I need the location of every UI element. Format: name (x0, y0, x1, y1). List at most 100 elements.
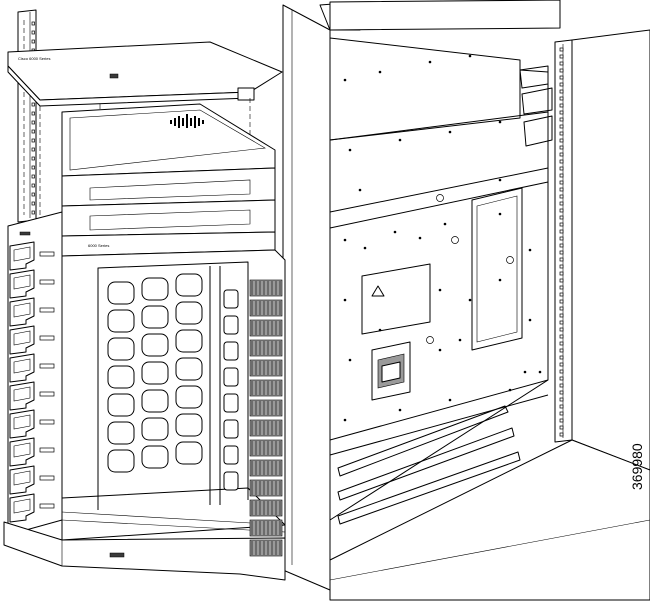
rack-hole (31, 174, 35, 179)
cable-guide (9, 465, 35, 495)
rack-hole (559, 229, 564, 234)
screw-icon (343, 78, 347, 82)
screw-icon (358, 188, 362, 192)
screw-icon (528, 248, 532, 252)
fan-module-column (249, 279, 283, 557)
rack-hole (559, 117, 564, 122)
fan-module (249, 459, 283, 477)
rack-post-holes-right (559, 47, 564, 437)
rack-hole (559, 285, 564, 290)
rack-hole (31, 30, 35, 35)
rack-hole (559, 369, 564, 374)
screw-icon (343, 238, 347, 242)
rack-hole (559, 257, 564, 262)
cable-guide-slot (13, 274, 31, 290)
cable-guide-slot (13, 414, 31, 430)
screw-icon (538, 370, 542, 374)
connector-window (223, 289, 239, 309)
figure-id-label: 369980 (629, 443, 645, 490)
cable-guide (9, 409, 35, 439)
rack-hole (559, 264, 564, 269)
rack-hole (31, 147, 35, 152)
cable-management-guides (9, 231, 55, 523)
rack-hole (559, 152, 564, 157)
rack-hole (559, 355, 564, 360)
fan-module (249, 539, 283, 557)
rack-hole (559, 299, 564, 304)
rack-hole (559, 418, 564, 423)
cable-guide-slot (13, 330, 31, 346)
card-slot (39, 335, 55, 341)
screw-icon (508, 388, 512, 392)
screw-icon (443, 222, 447, 226)
rack-hole (559, 278, 564, 283)
main-chassis (3, 211, 286, 581)
screw-icon (393, 230, 397, 234)
card-slot (39, 391, 55, 397)
rack-hole (559, 334, 564, 339)
screw-icon (418, 236, 422, 240)
screw-icon (398, 138, 402, 142)
screw-icon (398, 408, 402, 412)
rack-hole (31, 165, 35, 170)
cable-guide-slot (13, 470, 31, 486)
chassis-side-panel (329, 37, 553, 525)
rack-hole (559, 194, 564, 199)
screw-icon (523, 370, 527, 374)
backplane-window (107, 393, 135, 417)
backplane-window (107, 281, 135, 305)
fan-module (249, 499, 283, 517)
warning-label-plate (361, 263, 431, 335)
backplane-windows (107, 273, 239, 491)
top-cover-badge (109, 73, 119, 79)
fan-module (249, 359, 283, 377)
screw-icon (468, 54, 472, 58)
rack-hole (559, 215, 564, 220)
card-slot (39, 475, 55, 481)
screw-icon (378, 70, 382, 74)
fan-module (249, 439, 283, 457)
rack-hole (559, 306, 564, 311)
vent-rails (329, 379, 549, 525)
screw-icon (348, 148, 352, 152)
chassis-front-bezel (3, 521, 286, 581)
rack-hole (31, 129, 35, 134)
screw-icon (498, 120, 502, 124)
rack-hole (559, 243, 564, 248)
screw-icon (348, 358, 352, 362)
rack-hole (31, 111, 35, 116)
backplane-window (175, 413, 203, 437)
fan-module (249, 419, 283, 437)
backplane-window (141, 305, 169, 329)
screw-icon (468, 298, 472, 302)
rack-hole (31, 183, 35, 188)
rack-hole (559, 75, 564, 80)
fan-module (249, 519, 283, 537)
cable-guide-slot (13, 498, 31, 514)
guide-badge (19, 231, 31, 236)
screw-icon (363, 246, 367, 250)
rack-hole (559, 376, 564, 381)
rack-hole (559, 390, 564, 395)
connector-window (223, 445, 239, 465)
warning-triangle-icon (371, 285, 385, 297)
rack-hole (559, 159, 564, 164)
backplane-window (107, 309, 135, 333)
card-slot (39, 307, 55, 313)
backplane-window (175, 385, 203, 409)
side-panel-screws (343, 54, 542, 422)
backplane-window (107, 449, 135, 473)
connector-window (223, 367, 239, 387)
rack-hole (559, 411, 564, 416)
rack-frame (17, 0, 650, 601)
chassis-series-label: 6000 Series (88, 243, 109, 248)
rack-hole (559, 61, 564, 66)
cable-guide-slot (13, 386, 31, 402)
fan-module (249, 399, 283, 417)
screw-boss-icon (506, 256, 514, 264)
connector-window (223, 471, 239, 491)
rack-hole (31, 120, 35, 125)
rack-hole (559, 341, 564, 346)
cable-guide (9, 493, 35, 523)
